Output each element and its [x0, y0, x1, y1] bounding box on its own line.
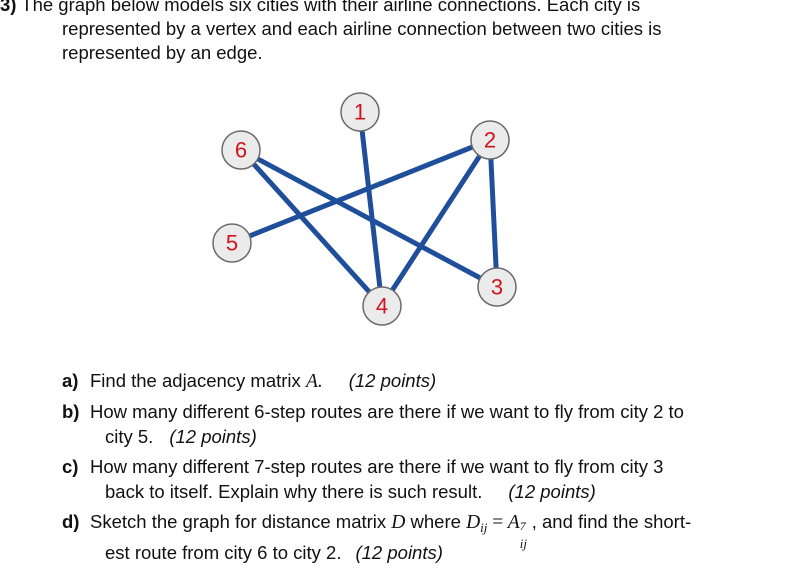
- vertex-circle: [340, 92, 380, 132]
- formula-equals: =: [492, 512, 504, 533]
- edge-4-6: [239, 148, 384, 308]
- vertex-label: 3: [491, 275, 503, 300]
- edge-1-4: [357, 111, 385, 307]
- formula-rhs-subscript: ij: [519, 536, 527, 551]
- vertex-circle: [470, 120, 510, 160]
- edge-2-3: [487, 139, 500, 288]
- question-d-where: where: [410, 511, 461, 532]
- vertex-circle: [477, 267, 517, 307]
- vertex-5: 5: [212, 223, 252, 263]
- question-c-line-1: How many different 7-step routes are the…: [90, 456, 664, 477]
- problem-intro-line-1: 3) The graph below models six cities wit…: [0, 0, 790, 17]
- graph-vertices: 1 2 3 4 5 6: [212, 92, 517, 326]
- formula-rhs-superscript: 7: [519, 519, 526, 533]
- question-c-line-2: back to itself. Explain why there is suc…: [105, 481, 483, 502]
- edge-2-5: [231, 137, 491, 246]
- question-c: c) How many different 7-step routes are …: [0, 454, 793, 504]
- intro-text-1: The graph below models six cities with t…: [21, 0, 641, 15]
- formula-lhs: D: [466, 512, 481, 533]
- question-list: a) Find the adjacency matrix A. (12 point…: [0, 368, 793, 565]
- question-a-points: (12 points): [348, 370, 437, 391]
- question-d-text: Sketch the graph for distance matrix: [90, 511, 387, 532]
- question-c-label: c): [62, 456, 79, 477]
- problem-intro-line-3: represented by an edge.: [62, 42, 263, 63]
- question-b-line-2: city 5.: [105, 426, 154, 447]
- matrix-d-symbol: D: [391, 512, 406, 533]
- vertex-circle: [212, 223, 252, 263]
- vertex-label: 4: [376, 294, 388, 319]
- question-d-text-after: , and find the short-: [531, 511, 692, 532]
- vertex-1: 1: [340, 92, 380, 132]
- vertex-label: 6: [235, 138, 247, 163]
- question-b-line-1: How many different 6-step routes are the…: [90, 401, 684, 422]
- question-a: a) Find the adjacency matrix A. (12 point…: [0, 368, 793, 394]
- question-a-text: Find the adjacency matrix: [90, 370, 301, 391]
- question-b: b) How many different 6-step routes are …: [0, 399, 793, 449]
- matrix-a-symbol: A.: [305, 371, 323, 392]
- question-b-points: (12 points): [169, 426, 257, 447]
- vertex-3: 3: [477, 267, 517, 307]
- question-d-label: d): [62, 511, 80, 532]
- vertex-label: 1: [354, 100, 366, 125]
- problem-intro-line-2: represented by a vertex and each airline…: [62, 18, 662, 39]
- question-b-label: b): [62, 401, 80, 422]
- problem-statement: 3) The graph below models six cities wit…: [0, 0, 790, 65]
- vertex-6: 6: [221, 130, 261, 170]
- edge-2-4: [379, 138, 493, 308]
- vertex-label: 2: [484, 128, 496, 153]
- vertex-4: 4: [362, 286, 402, 326]
- formula-lhs-subscript: ij: [480, 520, 488, 535]
- graph-edges: [231, 111, 500, 308]
- question-c-points: (12 points): [508, 481, 596, 502]
- vertex-label: 5: [226, 231, 238, 256]
- vertex-2: 2: [470, 120, 510, 160]
- question-a-label: a): [62, 370, 79, 391]
- formula-rhs: A: [507, 512, 520, 533]
- vertex-circle: [362, 286, 402, 326]
- vertex-circle: [221, 130, 261, 170]
- edge-3-6: [239, 147, 499, 290]
- question-d-line-2: est route from city 6 to city 2.: [105, 542, 342, 563]
- question-d-points: (12 points): [355, 542, 443, 563]
- question-d: d) Sketch the graph for distance matrix …: [0, 509, 793, 565]
- problem-number: 3): [0, 0, 17, 15]
